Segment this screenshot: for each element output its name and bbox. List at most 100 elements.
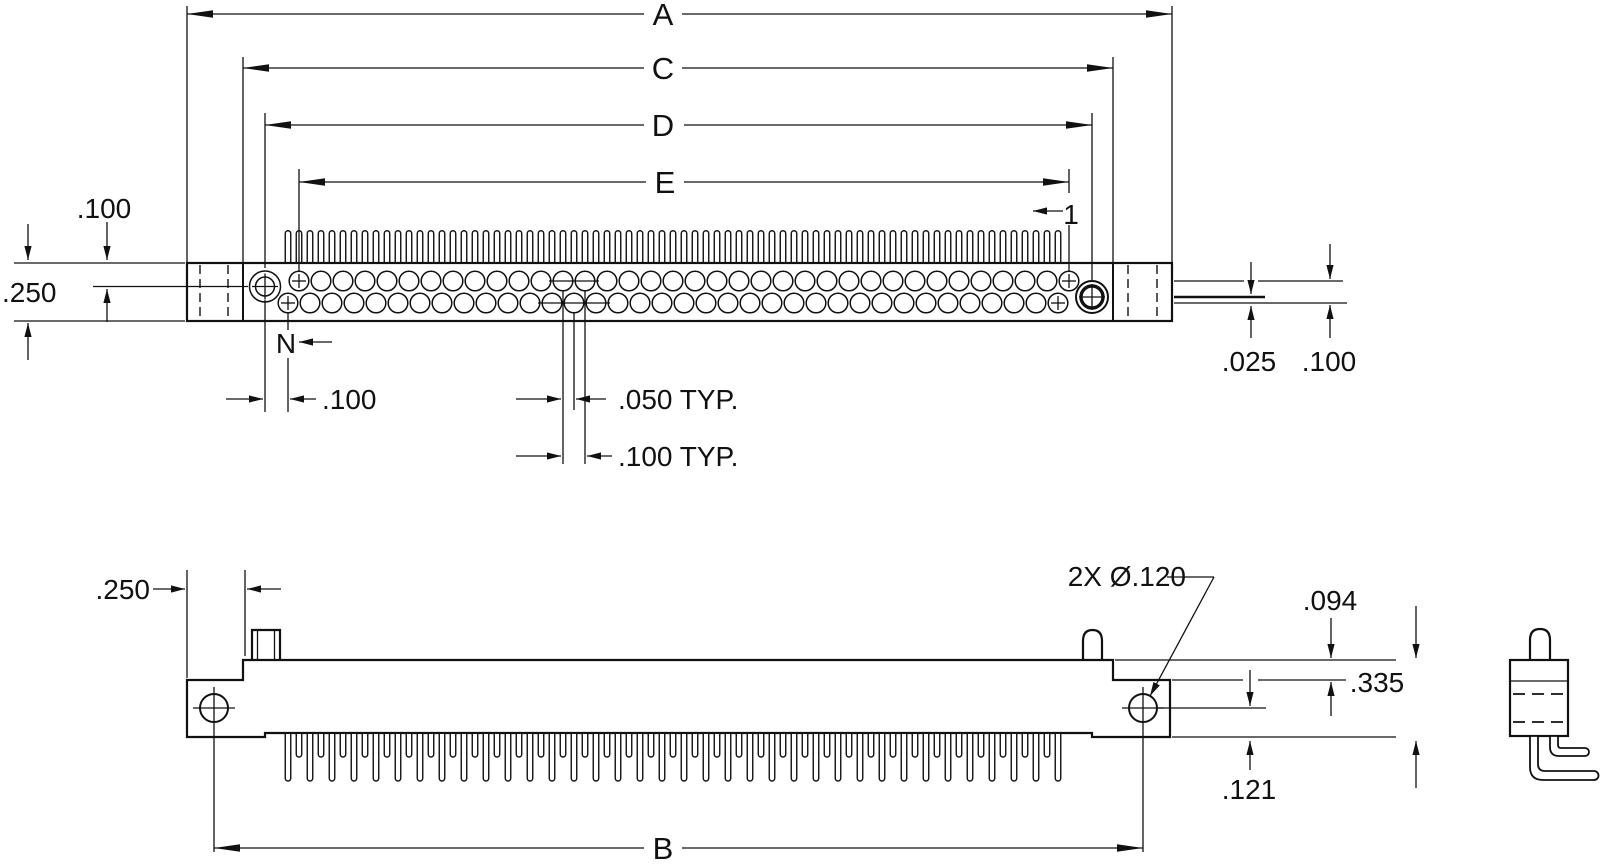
comb-pin xyxy=(493,230,501,263)
solder-tail xyxy=(471,734,479,758)
comb-pin xyxy=(559,230,567,263)
solder-tail xyxy=(515,734,523,758)
solder-tail xyxy=(482,734,490,782)
comb-pin xyxy=(1054,230,1062,263)
end-view-post xyxy=(1528,627,1552,660)
pin-hole xyxy=(959,292,981,314)
comb-pin xyxy=(845,230,853,263)
comb-pin xyxy=(1010,230,1018,263)
comb-pin xyxy=(625,230,633,263)
comb-pin xyxy=(570,230,578,263)
pin-hole xyxy=(926,270,948,292)
pin-hole xyxy=(761,292,783,314)
solder-tail xyxy=(548,734,556,782)
pin-hole xyxy=(398,270,420,292)
pin-hole xyxy=(871,292,893,314)
solder-tail xyxy=(405,734,413,758)
mid-pin-centerlines xyxy=(538,280,610,304)
comb-pin xyxy=(361,230,369,263)
pin-hole xyxy=(596,270,618,292)
pin-hole xyxy=(849,292,871,314)
dim-d: D xyxy=(265,108,1092,143)
pin-one-indicator: 1 xyxy=(1033,199,1079,230)
pin-hole xyxy=(508,270,530,292)
solder-tail xyxy=(636,734,644,782)
pin-hole xyxy=(893,292,915,314)
pin-hole xyxy=(772,270,794,292)
solder-tail xyxy=(537,734,545,758)
end-view-lower-bent-pin xyxy=(1529,735,1600,781)
solder-tail xyxy=(1032,734,1040,782)
pin-hole xyxy=(728,270,750,292)
solder-tail xyxy=(801,734,809,758)
dim-b: B xyxy=(213,687,1144,864)
pin-hole xyxy=(475,292,497,314)
body-height-dim: .335 xyxy=(1350,667,1405,698)
pin-hole xyxy=(453,292,475,314)
solder-tail xyxy=(658,734,666,782)
comb-pin xyxy=(867,230,875,263)
comb-pin xyxy=(911,230,919,263)
solder-tail xyxy=(702,734,710,782)
comb-pin xyxy=(955,230,963,263)
stagger-typ-dim: .050 TYP. xyxy=(618,384,738,415)
pin-hole xyxy=(629,292,651,314)
comb-pin xyxy=(416,230,424,263)
end-view-upper-bent-pin xyxy=(1549,735,1590,757)
solder-tail xyxy=(493,734,501,758)
comb-pin xyxy=(306,230,314,263)
comb-pin xyxy=(702,230,710,263)
pin-hole xyxy=(706,270,728,292)
comb-pin xyxy=(372,230,380,263)
comb-pin xyxy=(658,230,666,263)
pin-hole xyxy=(1014,270,1036,292)
pin-hole xyxy=(618,270,640,292)
pin-hole xyxy=(794,270,816,292)
solder-tail xyxy=(966,734,974,782)
comb-pin xyxy=(482,230,490,263)
pin-hole xyxy=(816,270,838,292)
comb-pin xyxy=(383,230,391,263)
comb-pin xyxy=(724,230,732,263)
pin-hole xyxy=(750,270,772,292)
solder-tail xyxy=(955,734,963,758)
solder-tail xyxy=(350,734,358,782)
comb-pin xyxy=(801,230,809,263)
pin-hole xyxy=(1003,292,1025,314)
comb-pin xyxy=(636,230,644,263)
pitch-typ-dim: .100 TYP. xyxy=(618,441,738,472)
solder-tail xyxy=(383,734,391,758)
pin-hole xyxy=(530,270,552,292)
comb-pin xyxy=(680,230,688,263)
comb-pin xyxy=(394,230,402,263)
locating-bump xyxy=(1081,628,1104,660)
solder-tail xyxy=(603,734,611,758)
solder-tail xyxy=(372,734,380,782)
dim-e-label: E xyxy=(655,165,676,200)
flange-offset-label: .250 xyxy=(96,574,151,605)
pin-hole xyxy=(981,292,1003,314)
right-offset-dims: .025 .100 xyxy=(1174,244,1356,377)
comb-pin xyxy=(581,230,589,263)
solder-tail xyxy=(790,734,798,782)
pin-hole xyxy=(431,292,453,314)
comb-pin xyxy=(713,230,721,263)
comb-pin xyxy=(812,230,820,263)
body-end-lines xyxy=(199,263,1158,321)
holes-callout-label: 2X Ø.120 xyxy=(1068,561,1186,592)
pin-hole xyxy=(915,292,937,314)
pin-hole xyxy=(827,292,849,314)
pin-hole xyxy=(838,270,860,292)
comb-pin xyxy=(284,230,292,263)
pin-hole xyxy=(640,270,662,292)
solder-tail xyxy=(647,734,655,758)
solder-tail xyxy=(779,734,787,758)
solder-tail xyxy=(504,734,512,782)
solder-tail xyxy=(845,734,853,758)
comb-pin xyxy=(515,230,523,263)
solder-tail xyxy=(460,734,468,782)
flange-offset-dim: .250 xyxy=(96,570,281,678)
pin-hole xyxy=(365,292,387,314)
solder-tail xyxy=(317,734,325,758)
